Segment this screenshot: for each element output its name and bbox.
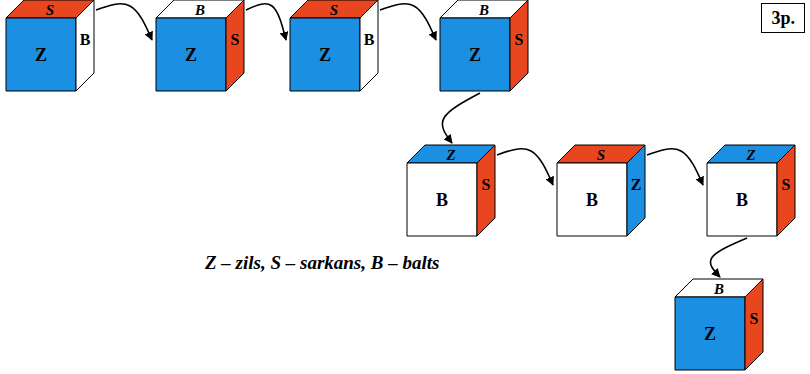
- side-letter: B: [364, 32, 375, 48]
- front-face: [290, 18, 360, 91]
- side-face: [777, 145, 795, 236]
- side-letter: Z: [631, 177, 642, 193]
- side-face: [510, 0, 528, 91]
- side-face: [360, 0, 378, 91]
- legend-note: Z – zils, S – sarkans, B – balts: [205, 252, 439, 274]
- side-face: [477, 145, 495, 236]
- side-letter: S: [515, 32, 524, 48]
- side-letter: B: [80, 32, 91, 48]
- top-letter: S: [46, 3, 54, 18]
- side-face: [76, 0, 94, 91]
- front-face: [557, 163, 627, 236]
- front-face: [6, 18, 76, 91]
- cube: B Z S: [675, 279, 763, 370]
- top-letter: B: [479, 3, 489, 18]
- front-face: [440, 18, 510, 91]
- arrow-connector: [442, 93, 480, 143]
- side-face: [745, 279, 763, 370]
- cube: B Z S: [440, 0, 528, 91]
- cube: S Z B: [6, 0, 94, 91]
- cube: B Z S: [156, 0, 244, 91]
- side-letter: S: [231, 32, 240, 48]
- score-text: 3p.: [771, 9, 795, 27]
- side-letter: S: [782, 177, 791, 193]
- front-face: [675, 297, 745, 370]
- front-letter: Z: [35, 46, 47, 64]
- score-box: 3p.: [761, 3, 805, 33]
- front-face: [156, 18, 226, 91]
- cube: Z B S: [407, 145, 495, 236]
- cube: Z B S: [707, 145, 795, 236]
- arrow-connector: [96, 4, 152, 40]
- arrow-connector: [710, 238, 747, 277]
- top-letter: B: [195, 3, 205, 18]
- side-face: [226, 0, 244, 91]
- cube: S B Z: [557, 145, 645, 236]
- side-letter: S: [750, 311, 759, 327]
- arrow-connector: [380, 4, 436, 40]
- front-face: [707, 163, 777, 236]
- front-letter: B: [436, 191, 448, 209]
- front-letter: B: [736, 191, 748, 209]
- top-letter: S: [597, 148, 605, 163]
- front-letter: Z: [704, 325, 716, 343]
- arrow-connector: [246, 4, 286, 40]
- side-letter: S: [482, 177, 491, 193]
- front-letter: Z: [319, 46, 331, 64]
- arrow-connector: [497, 149, 553, 185]
- front-letter: B: [586, 191, 598, 209]
- top-letter: Z: [446, 148, 455, 163]
- arrow-connector: [647, 149, 703, 185]
- top-letter: Z: [746, 148, 755, 163]
- front-face: [407, 163, 477, 236]
- front-letter: Z: [185, 46, 197, 64]
- front-letter: Z: [469, 46, 481, 64]
- side-face: [627, 145, 645, 236]
- cube: S Z B: [290, 0, 378, 91]
- top-letter: S: [330, 3, 338, 18]
- top-letter: B: [714, 282, 724, 297]
